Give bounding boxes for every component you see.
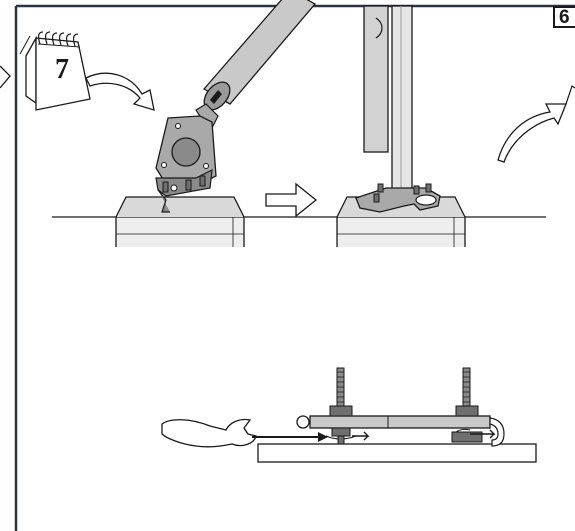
wrench-icon <box>161 418 257 448</box>
right-edge-arrow-icon <box>565 85 575 105</box>
clamp-bar <box>296 415 505 447</box>
right-curved-arrow-icon <box>497 103 567 163</box>
nut-arrow-right-icon <box>470 429 496 439</box>
curved-arrow-icon <box>85 72 155 111</box>
tilted-pole <box>202 0 317 111</box>
left-base-block <box>115 196 245 247</box>
upright-pole <box>363 5 413 193</box>
tighten-arrow-icon <box>252 432 328 442</box>
arrow-down-icon <box>210 90 222 104</box>
nut-arrow-left-icon <box>352 431 370 441</box>
calendar-day-number: 7 <box>55 54 69 85</box>
right-bolt <box>451 367 483 443</box>
bottom-plate <box>257 443 537 463</box>
left-edge-arrow-icon <box>0 65 11 89</box>
pole-bracket <box>155 103 219 213</box>
calendar-icon <box>19 31 91 111</box>
step-number-badge: 6 <box>553 6 575 28</box>
next-step-arrow-icon <box>265 182 318 218</box>
base-plate <box>355 183 441 213</box>
left-bolt <box>325 367 357 445</box>
